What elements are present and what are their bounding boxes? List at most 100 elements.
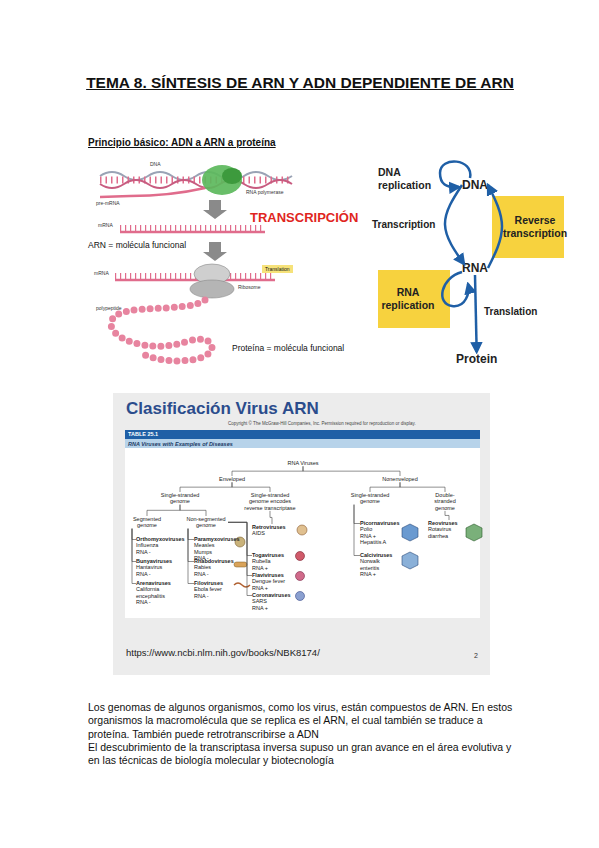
tree-node: Segmented genome — [128, 516, 166, 529]
tree-line — [132, 529, 136, 540]
tree-node: Nonenveloped — [378, 476, 422, 482]
polypeptide-chain — [111, 300, 212, 361]
process-box: RNA replication — [378, 270, 450, 328]
page-title: TEMA 8. SÍNTESIS DE ARN Y ADN DEPENDIENT… — [80, 72, 520, 93]
part-label: Ribosome — [238, 284, 261, 290]
node-text: RNA + — [360, 533, 400, 539]
node-text: Reoviruses — [428, 520, 470, 526]
mrna-strand — [115, 279, 275, 282]
node-text: RNA + — [252, 585, 294, 591]
node-text: RNA Viruses — [283, 460, 323, 466]
node-text: Single-stranded genome — [350, 492, 390, 505]
virus-family: CalcivirusesNorwalk enteritisRNA + — [360, 552, 400, 577]
virus-family: PicornavirusesPolioRNA +Hepatitis A — [360, 520, 400, 545]
tree-line — [354, 505, 360, 524]
tree-line — [370, 482, 400, 492]
node-text: Orthomyxoviruses — [136, 536, 182, 542]
tree-line — [188, 529, 194, 540]
node-text: Dengue fever — [252, 578, 294, 584]
node-text: RNA + — [252, 565, 294, 571]
source-url: https://www.ncbi.nlm.nih.gov/books/NBK81… — [126, 647, 320, 658]
molecule-node: DNA — [462, 178, 488, 192]
node-text: RNA + — [360, 571, 400, 577]
node-text: RNA + — [252, 605, 294, 611]
tree-node: Single-stranded genome encodes reverse t… — [242, 492, 298, 511]
node-text: Rotavirus diarrhea — [428, 526, 470, 539]
node-text: Bunyaviruses — [136, 558, 182, 564]
tree-line — [303, 466, 400, 476]
mrna-comb — [120, 225, 265, 231]
rna-polymerase — [202, 165, 242, 195]
node-text: Rhabdoviruses — [194, 558, 234, 564]
copyright-note: Copyright © The McGraw-Hill Companies, I… — [228, 421, 478, 426]
tree-line — [188, 529, 194, 562]
tree-line — [445, 511, 449, 520]
molecule-node: RNA — [462, 261, 488, 275]
node-text: Rabies — [194, 564, 234, 570]
process-label: DNA replication — [378, 166, 438, 192]
edge-label: Translation — [484, 306, 537, 317]
tree-line — [147, 505, 180, 516]
tree-line — [354, 505, 360, 556]
virus-family: ReovirusesRotavirus diarrhea — [428, 520, 470, 539]
node-text: Flaviviruses — [252, 572, 294, 578]
virus-icon — [402, 524, 418, 541]
node-text: Picornaviruses — [360, 520, 400, 526]
virus-icon — [402, 552, 418, 569]
virus-icon — [297, 525, 307, 535]
node-text: SARS — [252, 598, 294, 604]
table-number: TABLE 25.1 — [128, 431, 158, 437]
virus-family: RhabdovirusesRabiesRNA - — [194, 558, 234, 577]
virus-family: FlavivirusesDengue feverRNA + — [252, 572, 294, 591]
table-title: RNA Viruses with Examples of Diseases — [128, 441, 233, 447]
node-text: RNA - — [194, 571, 234, 577]
part-label: polypeptide — [96, 305, 122, 311]
node-text: Polio — [360, 526, 400, 532]
virus-icon — [296, 552, 305, 561]
slide-number: 2 — [474, 652, 478, 659]
node-text: Rubella — [252, 558, 294, 564]
virus-family: FilovirusesEbola feverRNA - — [194, 580, 234, 599]
virus-family: ParamyxovirusesMeasles MumpsRNA - — [194, 536, 234, 561]
virus-icon — [466, 524, 482, 541]
node-text: Measles Mumps — [194, 542, 234, 555]
table-header — [125, 430, 480, 439]
node-text: AIDS — [252, 530, 292, 536]
flow-arrow — [445, 185, 464, 264]
node-text: Coronaviruses — [252, 592, 294, 598]
node-text: RNA — [462, 261, 488, 275]
dna-strand — [100, 172, 292, 180]
node-text: Retroviruses — [252, 524, 292, 530]
pre-mrna-strand — [100, 188, 205, 197]
node-text: Paramyxoviruses — [194, 536, 234, 542]
node-text: Ebola fever — [194, 586, 234, 592]
part-label: DNA — [150, 161, 161, 167]
virus-family: TogavirusesRubellaRNA + — [252, 552, 294, 571]
node-text: Filoviruses — [194, 580, 234, 586]
tree-node: Double-stranded genome — [425, 492, 465, 511]
tree-line — [228, 522, 252, 575]
virus-family: RetrovirusesAIDS — [252, 524, 292, 537]
part-label: mRNA — [98, 222, 113, 228]
virus-family: ArenavirusesCalifornia encephalitisRNA - — [136, 580, 182, 605]
process-box: Reverse transcription — [492, 196, 564, 258]
tree-line — [232, 482, 270, 492]
node-text: DNA — [462, 178, 488, 192]
virus-icon — [296, 592, 305, 601]
node-text: Hantavirus — [136, 564, 182, 570]
node-text: Norwalk enteritis — [360, 558, 400, 571]
section-heading: Principio básico: ADN a ARN a proteína — [88, 137, 276, 148]
part-label: mRNA — [94, 270, 109, 276]
table-body — [125, 448, 480, 618]
molecule-node: Protein — [456, 352, 497, 366]
note: Proteína = molécula funcional — [232, 343, 344, 353]
virus-icon — [235, 537, 245, 547]
node-text: Arenaviruses — [136, 580, 182, 586]
virus-family: BunyavirusesHantavirusRNA - — [136, 558, 182, 577]
note: ARN = molécula funcional — [88, 240, 186, 250]
node-text: Calciviruses — [360, 552, 400, 558]
part-label: RNA polymerase — [246, 189, 284, 195]
node-text: Non-segmented genome — [184, 516, 228, 529]
edge-label: Transcription — [372, 219, 435, 230]
tree-node: Enveloped — [212, 476, 252, 482]
